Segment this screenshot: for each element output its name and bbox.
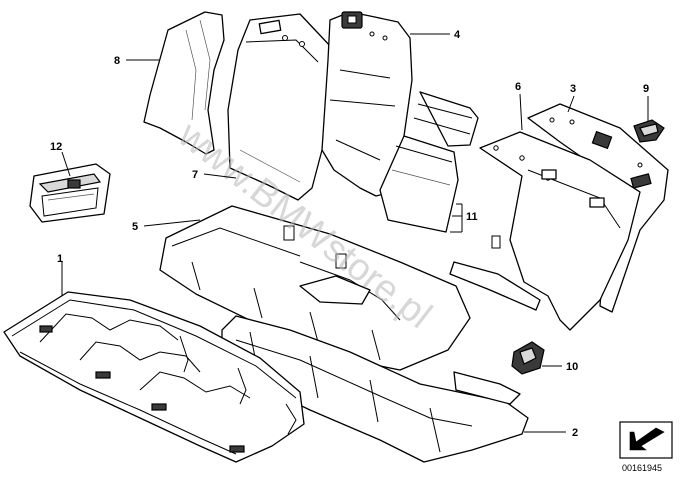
part-10-button[interactable] xyxy=(511,341,545,375)
part-6-backrest-right[interactable] xyxy=(449,131,641,331)
callout-3: 3 xyxy=(570,83,576,95)
catalog-number: 00161945 xyxy=(622,463,662,473)
part-4-center-frame[interactable] xyxy=(321,11,413,197)
arrow-icon xyxy=(629,427,665,451)
navigation-arrow-box[interactable] xyxy=(619,421,673,459)
part-8-side-bolster[interactable] xyxy=(143,11,225,155)
callout-2: 2 xyxy=(572,427,578,439)
callout-12: 12 xyxy=(50,141,62,153)
callout-6: 6 xyxy=(515,81,521,93)
leader-lines xyxy=(61,33,649,433)
callout-5: 5 xyxy=(132,221,138,233)
callout-1: 1 xyxy=(57,253,63,265)
callout-4: 4 xyxy=(454,29,461,41)
part-11-armrest[interactable] xyxy=(379,91,479,233)
part-5-seat-cushion-upper[interactable] xyxy=(159,205,471,371)
callout-11: 11 xyxy=(466,211,478,223)
part-1-seat-frame[interactable] xyxy=(3,291,305,463)
part-12-tray[interactable] xyxy=(29,163,111,223)
callout-9: 9 xyxy=(643,83,649,95)
callout-7: 7 xyxy=(192,169,198,181)
part-9-clip[interactable] xyxy=(633,119,665,143)
part-7-backrest-left[interactable] xyxy=(227,13,333,201)
callout-10: 10 xyxy=(566,361,578,373)
callout-8: 8 xyxy=(114,55,120,67)
